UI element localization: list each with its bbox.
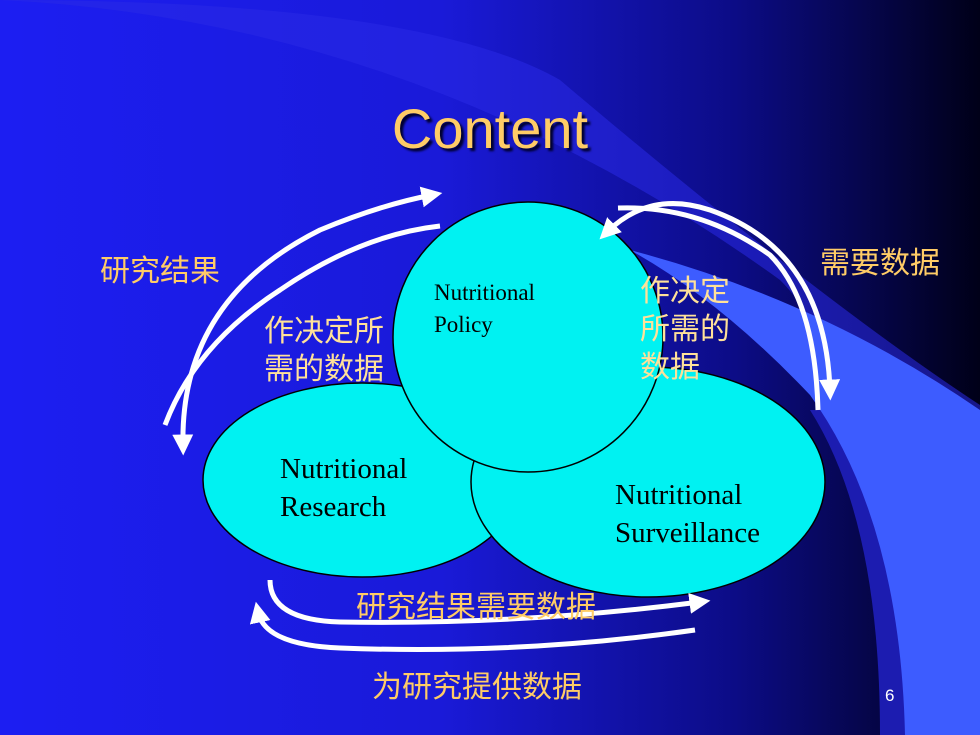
label-research-results: 研究结果 xyxy=(100,254,220,289)
arrow-left-inner xyxy=(162,223,441,426)
decorative-light-wedge xyxy=(630,250,980,735)
label-data-needed: 需要数据 xyxy=(820,246,940,281)
research-label-line1: Nutritional xyxy=(280,453,408,485)
page-number: 6 xyxy=(885,686,895,705)
research-label-line2: Research xyxy=(280,491,387,523)
surveillance-label-line1: Nutritional xyxy=(615,479,743,511)
label-right-inner-2: 所需的 xyxy=(640,312,730,347)
label-right-inner-3: 数据 xyxy=(640,350,700,385)
arrow-bottom-upper xyxy=(267,579,711,625)
label-bottom-lower: 为研究提供数据 xyxy=(372,670,582,705)
arrow-bottom-lower xyxy=(249,601,696,653)
policy-label-line2: Policy xyxy=(434,312,493,337)
slide-title: Content xyxy=(391,97,589,160)
label-left-inner-2: 需的数据 xyxy=(264,352,384,387)
arrow-right-inner xyxy=(617,205,821,411)
policy-label-line1: Nutritional xyxy=(434,280,535,305)
label-bottom-upper: 研究结果需要数据 xyxy=(356,590,596,625)
surveillance-label-line2: Surveillance xyxy=(615,517,760,549)
label-left-inner-1: 作决定所 xyxy=(264,314,384,349)
label-right-inner-1: 作决定 xyxy=(640,274,730,309)
